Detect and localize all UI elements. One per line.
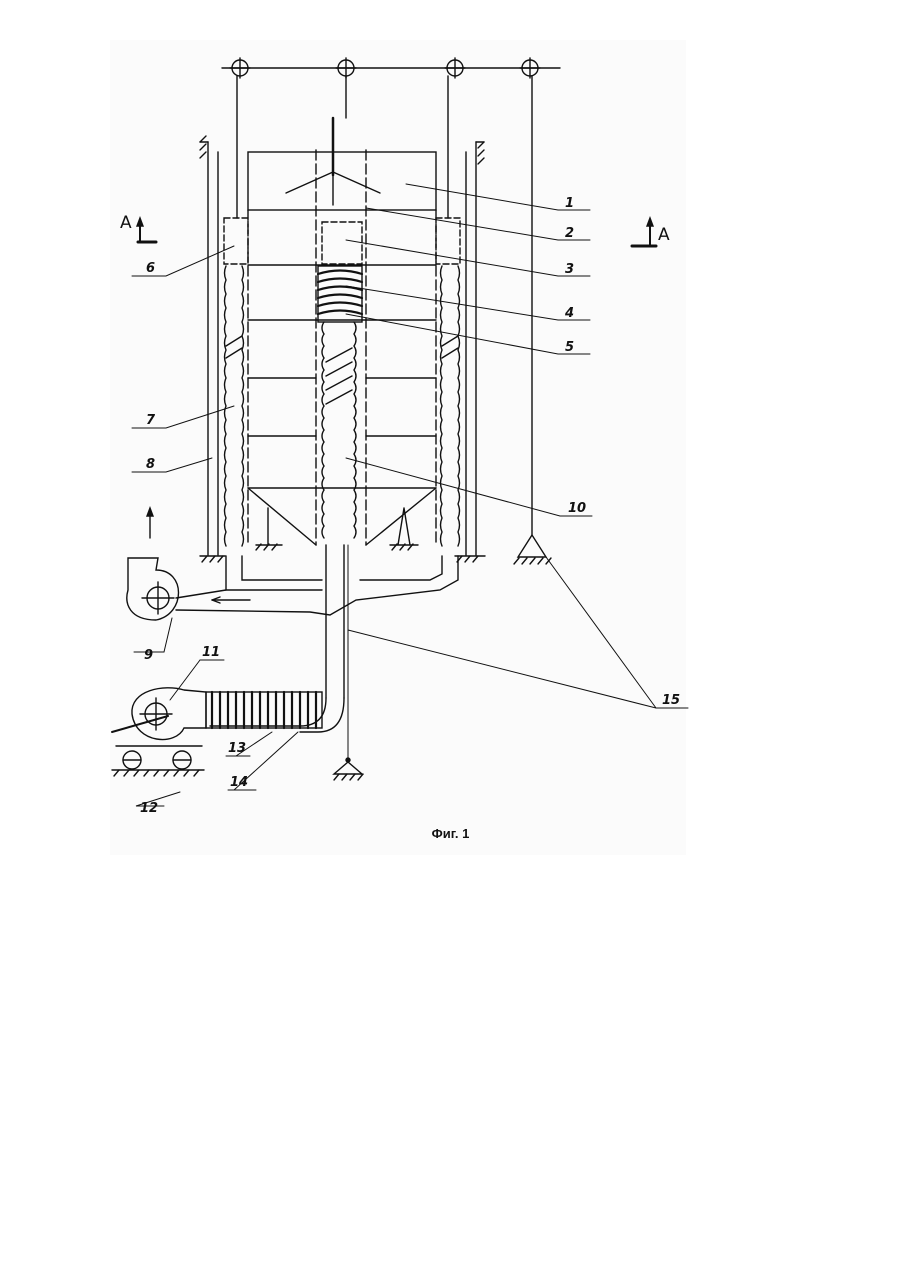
supply-blower xyxy=(112,688,206,740)
pulley-1 xyxy=(230,58,250,78)
anchor-bottom xyxy=(334,762,363,780)
corrugated-tube xyxy=(322,322,356,538)
supply-duct xyxy=(210,545,350,762)
anchor-right xyxy=(514,535,551,564)
callout-7: 7 xyxy=(146,413,156,428)
callout-6: 6 xyxy=(146,261,155,276)
figure-caption: Фиг. 1 xyxy=(0,826,901,841)
section-letter-right: А xyxy=(658,225,670,245)
exhaust-fan xyxy=(127,558,179,620)
flow-arrow xyxy=(147,508,153,538)
callout-5: 5 xyxy=(565,340,574,355)
callout-8: 8 xyxy=(146,457,155,472)
callout-1: 1 xyxy=(565,196,574,211)
central-pipe-top xyxy=(322,222,362,264)
callout-2: 2 xyxy=(565,226,574,241)
callout-10: 10 xyxy=(568,501,586,516)
callout-15: 15 xyxy=(662,693,680,708)
callout-11: 11 xyxy=(202,645,220,660)
leader-lines xyxy=(132,184,688,806)
annular-walls xyxy=(225,266,460,546)
callout-14: 14 xyxy=(230,775,248,790)
pulley-3 xyxy=(445,58,465,78)
pulley-4 xyxy=(520,58,540,78)
callout-3: 3 xyxy=(565,262,574,277)
cart xyxy=(112,746,204,776)
section-mark-right xyxy=(632,218,656,246)
callout-9: 9 xyxy=(144,648,153,663)
chamber xyxy=(248,150,436,545)
section-mark-left xyxy=(137,218,156,242)
flexible-hose xyxy=(206,692,322,728)
callout-4: 4 xyxy=(564,306,574,321)
callout-12: 12 xyxy=(140,801,158,816)
pulley-2 xyxy=(336,58,356,78)
exhaust-ducts xyxy=(176,556,458,615)
callout-labels: 1 2 3 4 5 6 7 8 9 10 11 12 13 14 15 А А xyxy=(120,196,680,816)
section-letter-left: А xyxy=(120,213,132,233)
collar-left xyxy=(224,218,248,264)
heater-coil xyxy=(318,266,362,322)
callout-13: 13 xyxy=(228,741,246,756)
